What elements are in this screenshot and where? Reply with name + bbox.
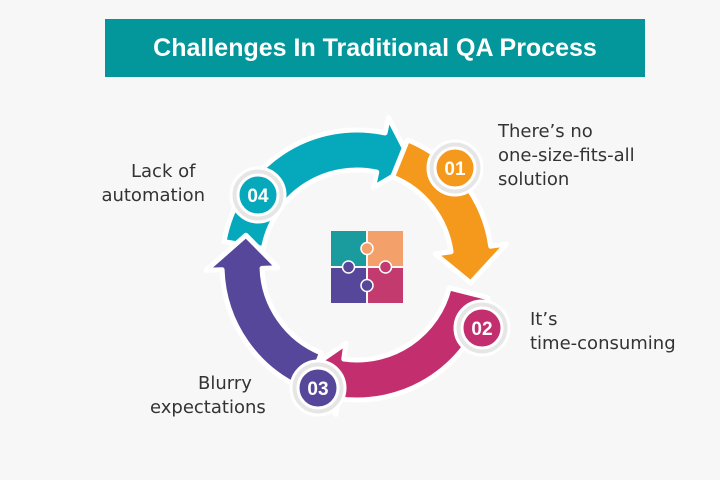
puzzle-piece [331,231,366,266]
step-02-label: It’s time-consuming [530,308,676,356]
label-line: There’s no [498,121,593,142]
label-line: expectations [150,397,266,418]
puzzle-piece [331,268,366,303]
badge-04 [236,173,280,217]
arrow-step-02 [305,285,491,418]
label-line: Lack of [131,161,196,182]
badge-03 [296,366,340,410]
page-title: Challenges In Traditional QA Process [105,19,645,77]
puzzle-knob [360,241,374,256]
step-01-label: There’s no one-size-fits-all solution [498,120,635,192]
step-03-label: Blurry expectations [150,372,266,420]
puzzle-piece [368,268,403,303]
puzzle-knob [341,260,356,274]
label-line: It’s [530,309,558,330]
badge-02 [460,306,504,350]
step-04-label: Lack of automation [93,160,205,208]
puzzle-knob [360,278,374,293]
label-line: time-consuming [530,333,676,354]
label-line: solution [498,169,570,190]
badge-01 [433,146,477,190]
badge-number: 04 [247,186,269,207]
label-line: Blurry [198,373,252,394]
badge-number: 01 [444,159,466,180]
arrow-step-03 [203,232,324,393]
badge-number: 02 [471,319,492,340]
label-line: one-size-fits-all [498,145,635,166]
puzzle-piece [368,231,403,266]
label-line: automation [101,185,205,206]
badge-number: 03 [307,379,328,400]
puzzle-knob [378,260,393,274]
